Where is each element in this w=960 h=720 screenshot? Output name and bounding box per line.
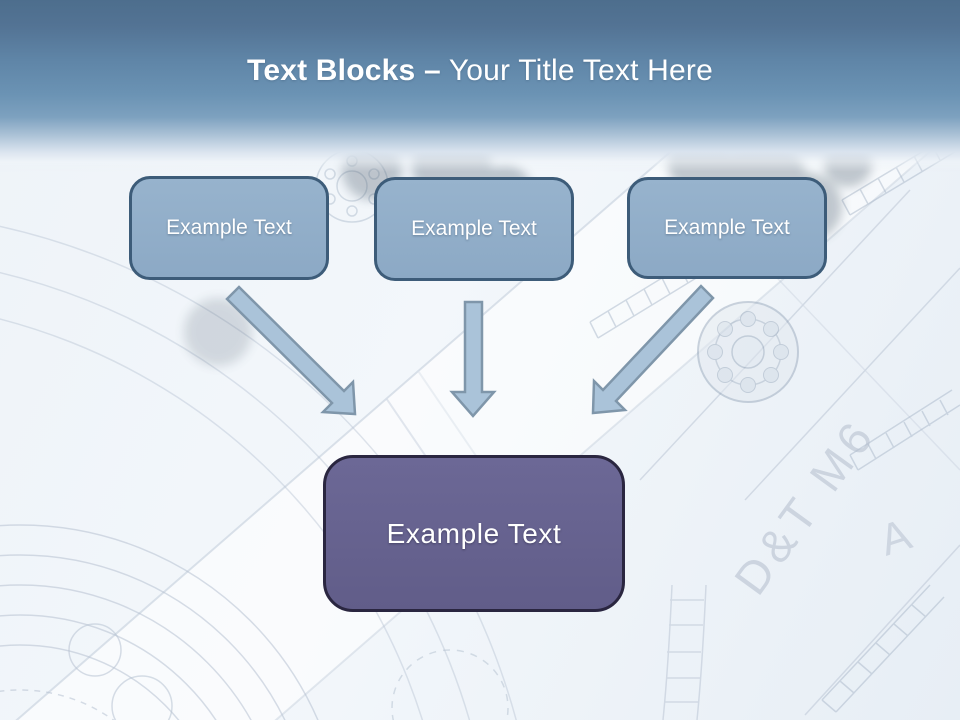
watermark-dimension-text: D&T M6 — [724, 408, 886, 603]
slide-title[interactable]: Text Blocks – Your Title Text Here — [0, 54, 960, 88]
result-block[interactable]: Example Text — [323, 455, 625, 612]
ruled-strip — [662, 584, 707, 720]
concentric-arcs — [0, 225, 517, 720]
detail-circles — [68, 623, 509, 720]
text-block-2-label: Example Text — [411, 217, 537, 240]
text-block-2[interactable]: Example Text — [374, 177, 574, 281]
text-block-3-label: Example Text — [664, 216, 790, 239]
watermark-letter-text: A — [874, 510, 918, 566]
title-separator: – — [423, 54, 441, 87]
title-subtitle: Your Title Text Here — [448, 54, 713, 87]
title-topic: Text Blocks — [247, 54, 416, 87]
ball-bearing-icon — [697, 301, 799, 403]
title-band: Text Blocks – Your Title Text Here — [0, 0, 960, 172]
result-block-label: Example Text — [386, 517, 562, 549]
text-block-3[interactable]: Example Text — [627, 177, 827, 279]
text-block-1-label: Example Text — [166, 216, 292, 239]
text-block-1[interactable]: Example Text — [129, 176, 329, 280]
